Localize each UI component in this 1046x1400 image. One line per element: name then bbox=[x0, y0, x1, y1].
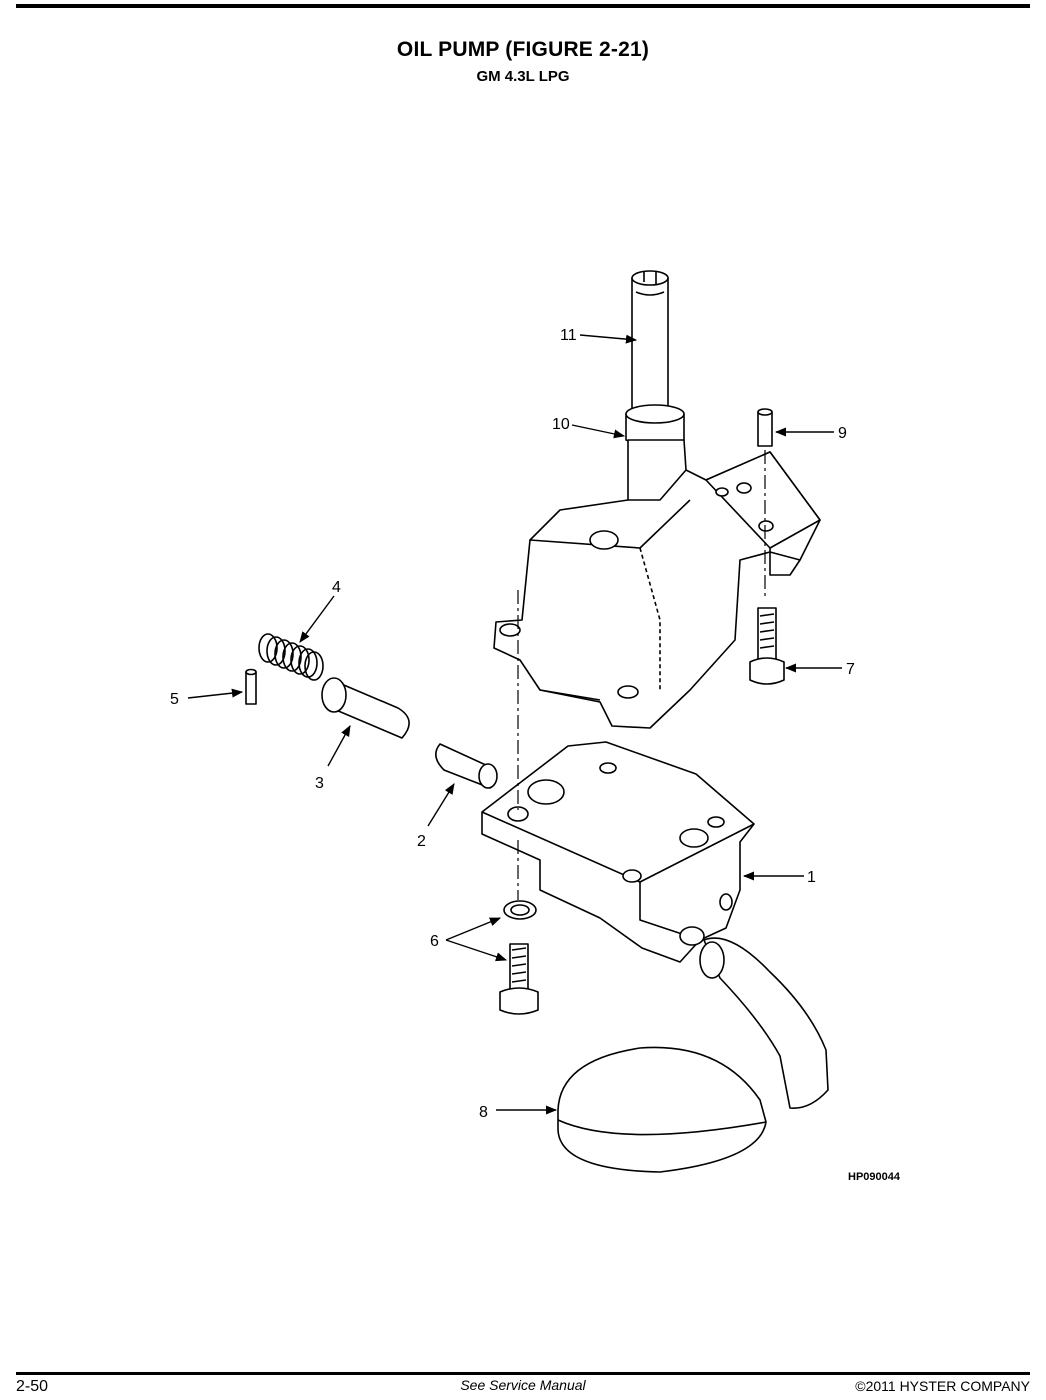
plug bbox=[435, 743, 498, 789]
leader-10 bbox=[571, 424, 626, 439]
leader-6b bbox=[445, 939, 508, 962]
bolt-lower bbox=[499, 943, 539, 1015]
leader-6a bbox=[445, 917, 502, 941]
page-title: OIL PUMP (FIGURE 2-21) bbox=[396, 38, 650, 61]
leader-4 bbox=[299, 595, 335, 643]
callout-8: 8 bbox=[479, 1104, 488, 1121]
leader-2 bbox=[427, 783, 455, 827]
callout-1: 1 bbox=[807, 869, 816, 886]
callout-3: 3 bbox=[315, 775, 324, 792]
dowel-pin bbox=[757, 408, 773, 447]
leader-3 bbox=[327, 725, 351, 767]
retainer-pin bbox=[245, 668, 257, 705]
figure-code: HP090044 bbox=[848, 1171, 900, 1183]
pump-body bbox=[493, 439, 821, 729]
top-rule bbox=[16, 4, 1030, 8]
callout-11: 11 bbox=[560, 327, 577, 344]
relief-spring bbox=[258, 633, 324, 681]
drive-shaft bbox=[631, 270, 669, 413]
leader-11 bbox=[579, 334, 638, 344]
page-subtitle: GM 4.3L LPG bbox=[476, 68, 570, 85]
washer bbox=[503, 900, 537, 920]
bolt-upper bbox=[749, 607, 785, 685]
relief-valve bbox=[321, 677, 410, 739]
pickup-screen bbox=[557, 937, 829, 1173]
leader-5 bbox=[187, 688, 244, 699]
callout-6: 6 bbox=[430, 933, 439, 950]
callout-9: 9 bbox=[838, 425, 847, 442]
page-number: 2-50 bbox=[16, 1378, 49, 1395]
callout-10: 10 bbox=[552, 416, 570, 433]
copyright: ©2011 HYSTER COMPANY bbox=[855, 1378, 1030, 1394]
footer-note: See Service Manual bbox=[460, 1377, 586, 1393]
callout-4: 4 bbox=[332, 579, 341, 596]
pump-cover bbox=[481, 741, 755, 963]
callout-7: 7 bbox=[846, 661, 855, 678]
callout-2: 2 bbox=[417, 833, 426, 850]
bottom-rule bbox=[16, 1372, 1030, 1375]
callout-5: 5 bbox=[170, 691, 179, 708]
